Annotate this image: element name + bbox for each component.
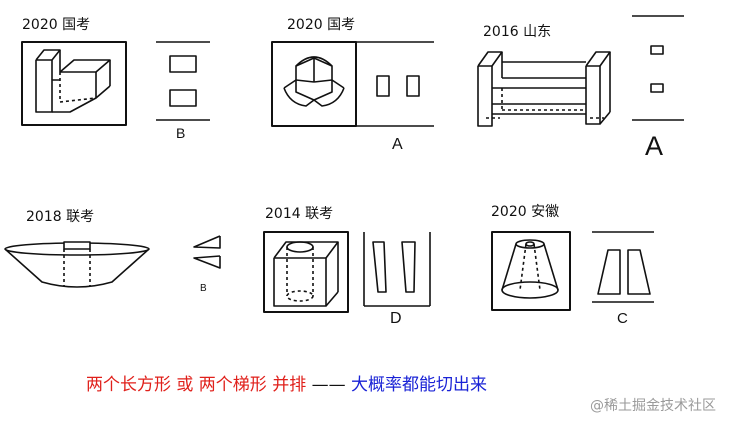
p3-label: 2016 山东: [483, 24, 552, 40]
p4-answer-letter: B: [200, 283, 207, 294]
caption-red-text: 两个长方形 或 两个梯形 并排: [86, 375, 307, 395]
p2-answer-section: [356, 41, 434, 127]
caption-line: 两个长方形 或 两个梯形 并排 —— 大概率都能切出来: [86, 370, 487, 395]
p3-answer-letter: A: [645, 131, 664, 161]
caption-blue-text: 大概率都能切出来: [351, 375, 488, 395]
p1-answer-section: [156, 41, 210, 121]
p3-solid-figure: [477, 51, 611, 127]
p2-solid-figure: [271, 41, 357, 127]
p3-answer-section: [632, 15, 684, 121]
p6-solid-figure: [491, 231, 571, 311]
p5-answer-letter: D: [390, 310, 402, 327]
p6-answer-letter: C: [617, 310, 628, 327]
p4-solid-figure: [4, 241, 150, 288]
p5-label: 2014 联考: [265, 206, 334, 222]
p1-answer-letter: B: [176, 125, 186, 141]
p2-answer-letter: A: [392, 136, 403, 153]
p4-label: 2018 联考: [26, 209, 95, 225]
p5-answer-section: [363, 232, 431, 307]
p1-label: 2020 国考: [22, 17, 91, 33]
p6-answer-section: [592, 231, 654, 303]
p5-solid-figure: [263, 231, 349, 313]
p4-answer-section: [193, 235, 221, 269]
p1-solid-figure: [21, 41, 127, 126]
caption-dash: ——: [306, 375, 352, 395]
watermark: @稀土掘金技术社区: [590, 398, 716, 414]
p6-label: 2020 安徽: [491, 204, 560, 220]
p2-label: 2020 国考: [287, 17, 356, 33]
